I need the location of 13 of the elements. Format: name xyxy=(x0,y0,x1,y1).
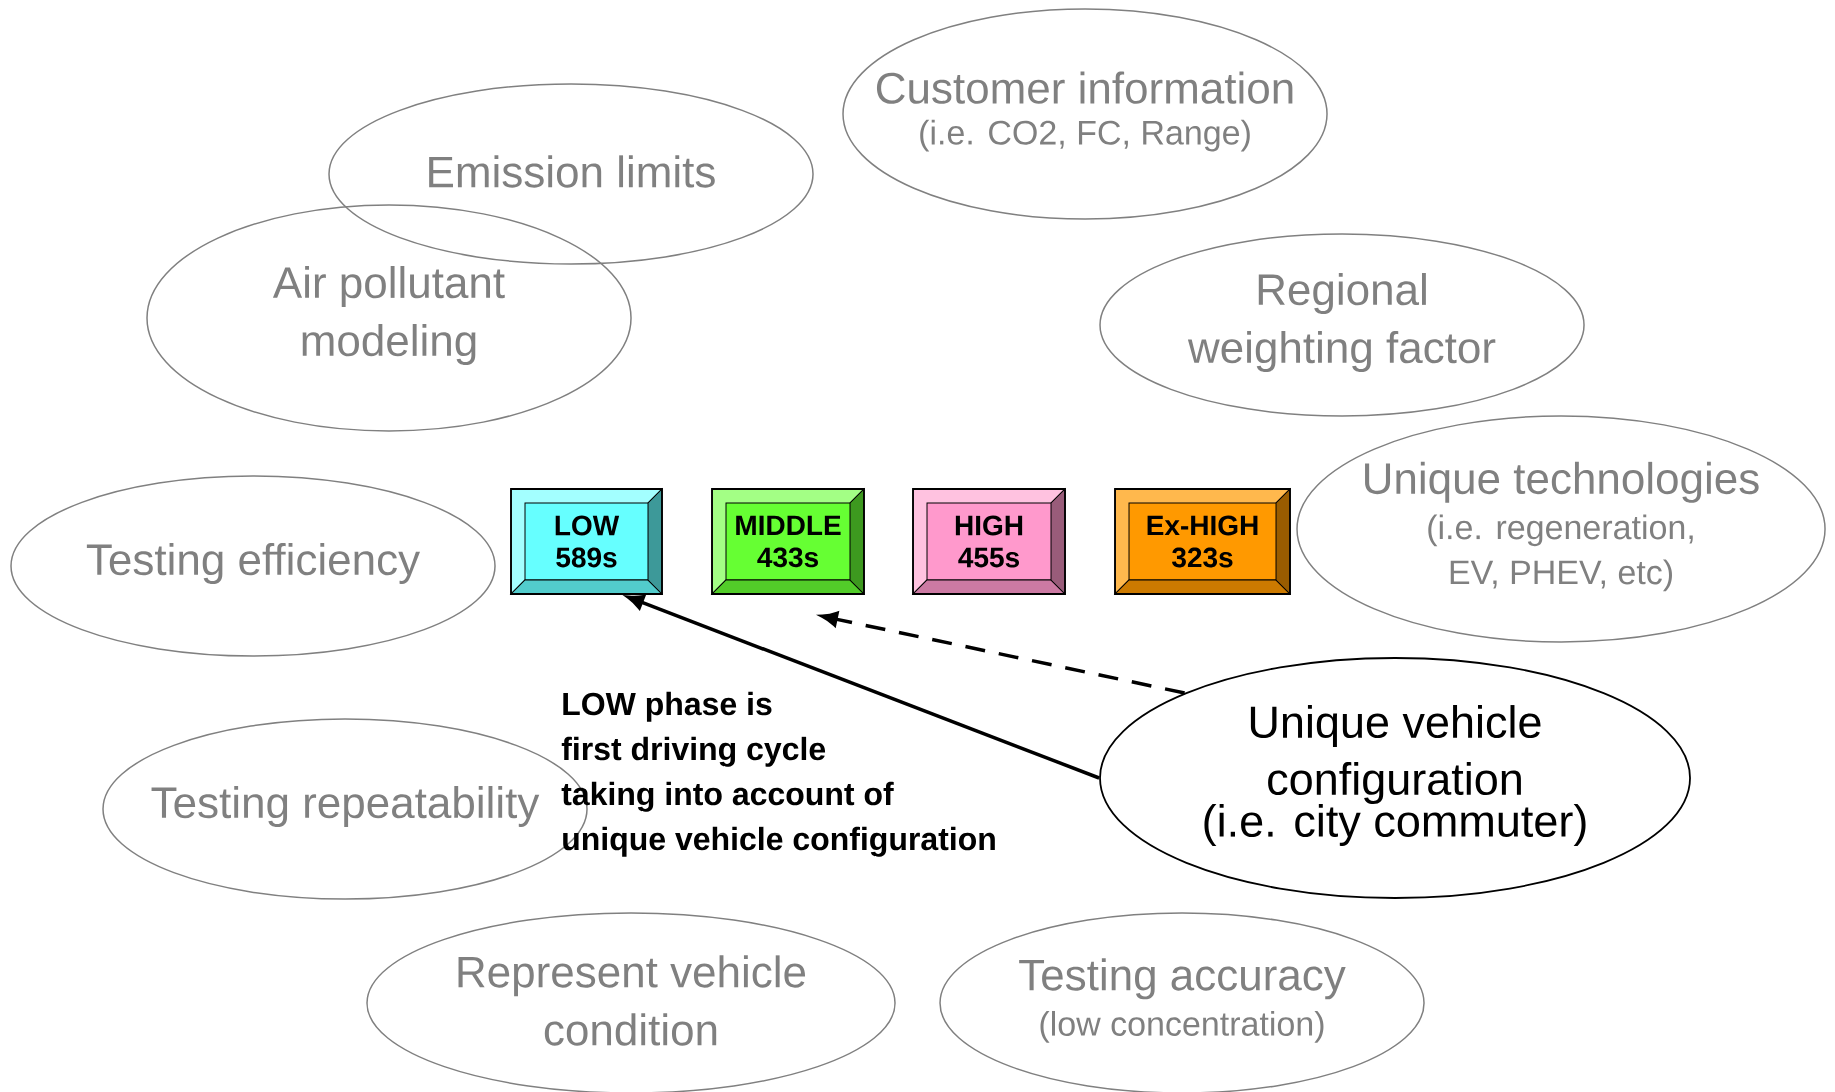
ellipse-node: Regional weighting factor xyxy=(1099,233,1585,417)
phase-box: MIDDLE 433s xyxy=(711,488,865,595)
phase-box: LOW 589s xyxy=(510,488,663,595)
annotation-text: taking into account of xyxy=(561,781,894,812)
ellipse-node: Emission limits xyxy=(328,83,814,265)
ellipse-node: Unique vehicle configuration (i.e. city commuter) xyxy=(1099,657,1691,899)
phase-box: Ex-HIGH 323s xyxy=(1114,488,1291,595)
ellipse-node: Customer information (i.e. CO2, FC, Range) xyxy=(842,8,1328,220)
ellipse-node: Air pollutant modeling xyxy=(146,204,632,432)
ellipse-node: Testing efficiency xyxy=(10,475,496,657)
ellipse-node: Unique technologies (i.e. regeneration, EV, PHEV, etc) xyxy=(1296,415,1826,643)
phase-box: HIGH 455s xyxy=(912,488,1066,595)
annotation-text: unique vehicle configuration xyxy=(563,826,995,857)
